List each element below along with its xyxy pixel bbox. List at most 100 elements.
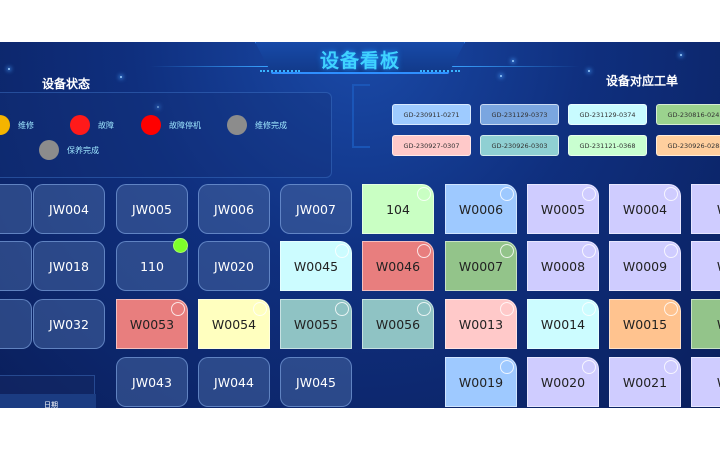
device-label: W0045 bbox=[293, 258, 339, 274]
device-tile[interactable]: W0021 bbox=[609, 357, 681, 407]
device-tile[interactable]: W0013 bbox=[445, 299, 517, 349]
device-tile[interactable]: JW004 bbox=[33, 184, 105, 234]
title-dash bbox=[260, 70, 300, 72]
device-tile[interactable]: JW043 bbox=[116, 357, 188, 407]
device-tile[interactable]: W0056 bbox=[362, 299, 434, 349]
device-tile[interactable]: JW018 bbox=[33, 241, 105, 291]
device-label: JW006 bbox=[214, 201, 254, 217]
device-label: W0013 bbox=[458, 316, 504, 332]
device-label: W0 bbox=[717, 202, 720, 217]
device-tile[interactable]: 3 bbox=[0, 184, 32, 234]
device-label: W0 bbox=[717, 317, 720, 332]
status-corner-icon bbox=[664, 302, 678, 316]
device-tile[interactable]: JW020 bbox=[198, 241, 270, 291]
workorder-tag[interactable]: GD-231129-0373 bbox=[480, 104, 559, 125]
device-label: W0004 bbox=[622, 201, 668, 217]
device-label: W0019 bbox=[458, 374, 504, 390]
device-tile[interactable]: W0014 bbox=[527, 299, 599, 349]
workorder-tag[interactable]: GD-231121-0368 bbox=[568, 135, 647, 156]
workorder-tag[interactable]: GD-230926-0303 bbox=[480, 135, 559, 156]
status-corner-icon bbox=[417, 302, 431, 316]
star-decoration bbox=[680, 54, 682, 56]
device-label: W0055 bbox=[293, 316, 339, 332]
device-label: W0 bbox=[717, 259, 720, 274]
bottom-label: 日期 bbox=[44, 401, 58, 408]
device-tile[interactable]: W0020 bbox=[527, 357, 599, 407]
status-corner-icon bbox=[582, 244, 596, 258]
device-label: JW020 bbox=[214, 258, 254, 274]
bottom-bar bbox=[0, 394, 96, 408]
device-tile[interactable]: 7 bbox=[0, 241, 32, 291]
device-label: W0054 bbox=[211, 316, 257, 332]
star-decoration bbox=[588, 70, 590, 72]
device-tile[interactable]: W0005 bbox=[527, 184, 599, 234]
online-status-dot bbox=[173, 238, 188, 253]
status-corner-icon bbox=[417, 187, 431, 201]
legend-label: 维修完成 bbox=[255, 120, 287, 130]
status-corner-icon bbox=[582, 302, 596, 316]
device-label: W0005 bbox=[540, 201, 586, 217]
device-tile[interactable]: JW045 bbox=[280, 357, 352, 407]
page-title: 设备看板 bbox=[319, 50, 400, 72]
device-tile[interactable]: W0 bbox=[691, 299, 720, 349]
device-tile[interactable]: W0006 bbox=[445, 184, 517, 234]
workorder-tag[interactable]: GD-230816-0245 bbox=[656, 104, 720, 125]
device-tile[interactable]: 104 bbox=[362, 184, 434, 234]
device-tile[interactable]: W0046 bbox=[362, 241, 434, 291]
device-tile[interactable]: W0045 bbox=[280, 241, 352, 291]
status-corner-icon bbox=[335, 244, 349, 258]
device-label: W0009 bbox=[622, 258, 668, 274]
star-decoration bbox=[120, 76, 122, 78]
device-label: W0046 bbox=[375, 258, 421, 274]
device-label: JW043 bbox=[132, 374, 172, 390]
status-corner-icon bbox=[664, 244, 678, 258]
device-tile[interactable]: W0055 bbox=[280, 299, 352, 349]
legend-label: 故障停机 bbox=[169, 120, 201, 130]
legend-color-dot bbox=[70, 115, 90, 135]
title-line bbox=[450, 66, 580, 67]
device-tile[interactable]: JW005 bbox=[116, 184, 188, 234]
status-corner-icon bbox=[500, 302, 514, 316]
legend-label: 保养完成 bbox=[67, 145, 99, 155]
legend-item: 保养完成 bbox=[39, 140, 99, 160]
device-label: W0 bbox=[717, 375, 720, 390]
device-tile[interactable]: W0004 bbox=[609, 184, 681, 234]
device-tile[interactable]: JW032 bbox=[33, 299, 105, 349]
device-label: W0053 bbox=[129, 316, 175, 332]
device-tile[interactable]: JW044 bbox=[198, 357, 270, 407]
title-line bbox=[150, 66, 270, 67]
device-tile[interactable]: W0007 bbox=[445, 241, 517, 291]
device-tile[interactable]: JW006 bbox=[198, 184, 270, 234]
device-label: 110 bbox=[140, 258, 164, 274]
device-label: W0006 bbox=[458, 201, 504, 217]
device-tile[interactable]: W0053 bbox=[116, 299, 188, 349]
device-tile[interactable]: W0015 bbox=[609, 299, 681, 349]
device-label: W0020 bbox=[540, 374, 586, 390]
legend-item: 故障停机 bbox=[141, 115, 201, 135]
workorder-tag[interactable]: GD-230911-0271 bbox=[392, 104, 471, 125]
device-tile[interactable]: W0019 bbox=[445, 357, 517, 407]
status-corner-icon bbox=[335, 302, 349, 316]
legend-color-dot bbox=[39, 140, 59, 160]
workorder-section-title: 设备对应工单 bbox=[606, 74, 679, 88]
device-tile[interactable]: JW007 bbox=[280, 184, 352, 234]
status-corner-icon bbox=[253, 302, 267, 316]
device-label: W0007 bbox=[458, 258, 504, 274]
device-tile[interactable]: W0 bbox=[691, 357, 720, 407]
legend-color-dot bbox=[227, 115, 247, 135]
device-tile[interactable]: W0 bbox=[691, 241, 720, 291]
legend-label: 故障 bbox=[98, 120, 114, 130]
device-tile[interactable]: 1 bbox=[0, 299, 32, 349]
device-tile[interactable]: W0 bbox=[691, 184, 720, 234]
device-label: JW045 bbox=[296, 374, 336, 390]
workorder-tag[interactable]: GD-231129-0374 bbox=[568, 104, 647, 125]
workorder-tag[interactable]: GD-230926-0288 bbox=[656, 135, 720, 156]
device-tile[interactable]: W0054 bbox=[198, 299, 270, 349]
status-corner-icon bbox=[500, 187, 514, 201]
device-tile[interactable]: W0008 bbox=[527, 241, 599, 291]
panel-bracket bbox=[352, 84, 370, 148]
workorder-tag[interactable]: GD-230927-0307 bbox=[392, 135, 471, 156]
device-tile[interactable]: W0009 bbox=[609, 241, 681, 291]
status-corner-icon bbox=[582, 360, 596, 374]
device-label: JW007 bbox=[296, 201, 336, 217]
